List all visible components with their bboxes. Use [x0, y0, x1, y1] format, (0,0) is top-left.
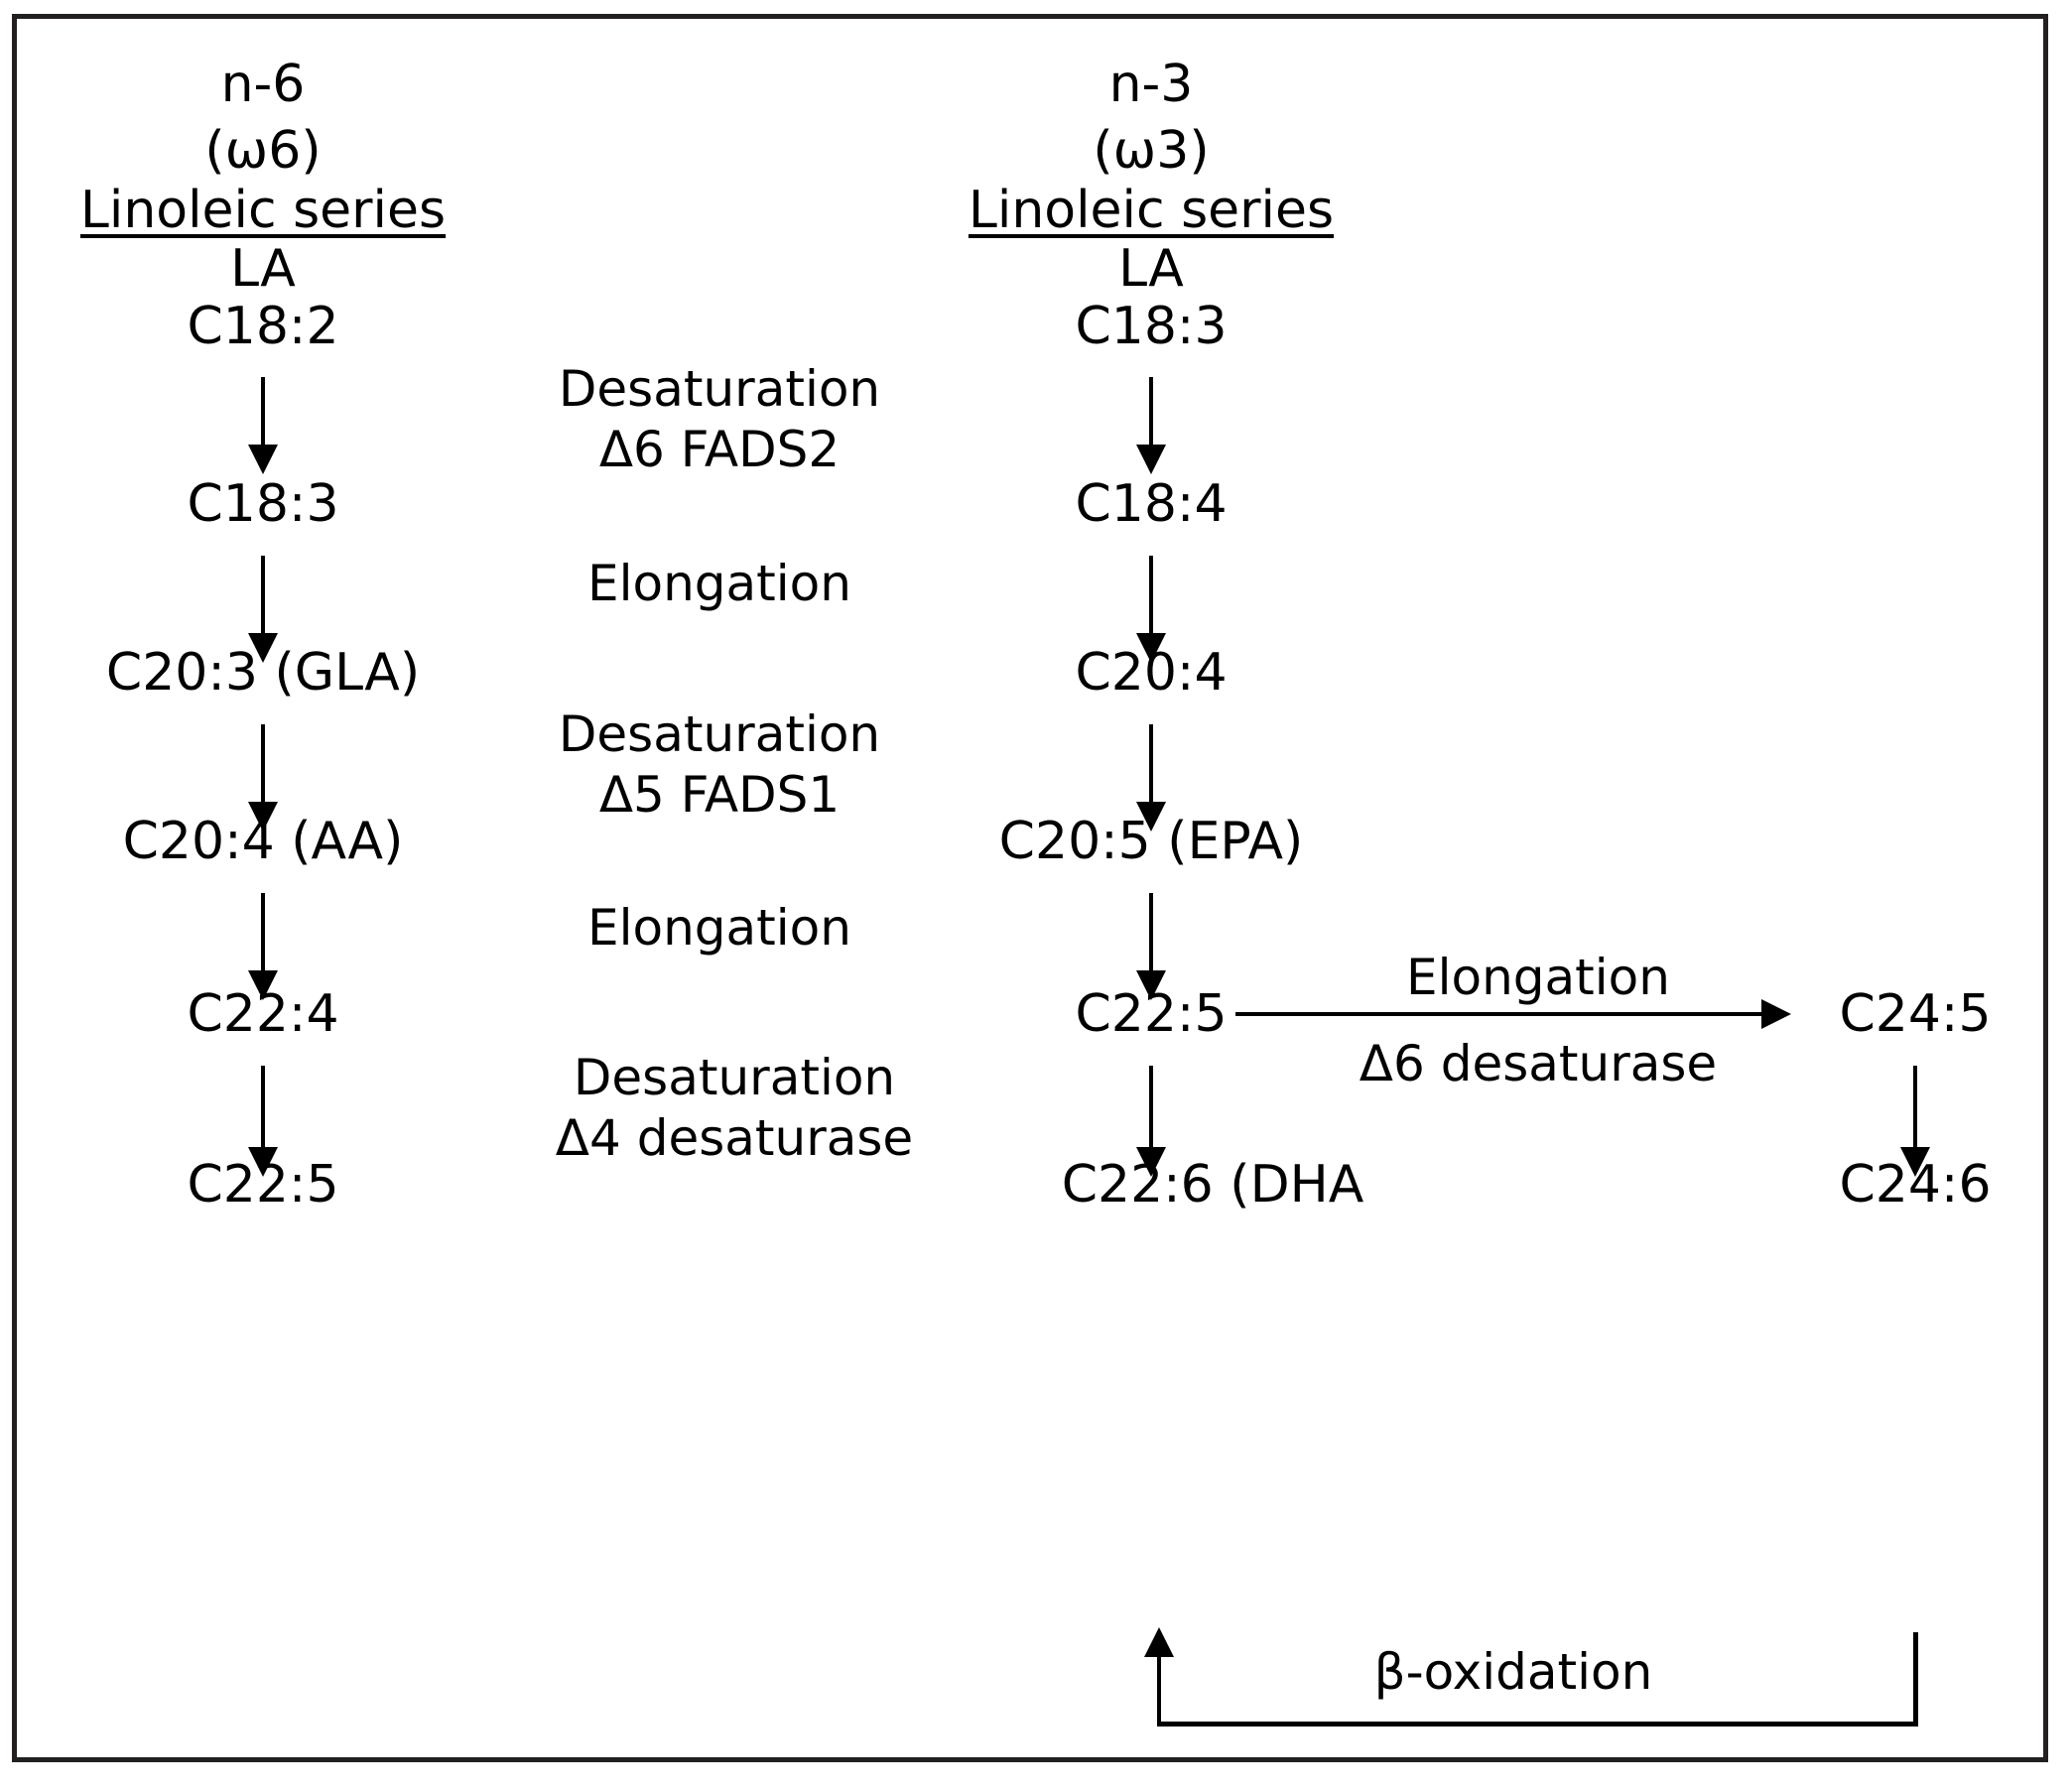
n6-compound-3: C20:4 (AA): [122, 812, 404, 871]
enzyme-3-line1: Elongation: [587, 899, 851, 957]
n6-compound-2: C20:3 (GLA): [105, 643, 421, 703]
c24-compound-0: C24:5: [1839, 984, 1992, 1044]
enzyme-label-0: Desaturation Δ6 FADS2: [559, 359, 880, 480]
n3-series-label: Linoleic series: [968, 181, 1335, 240]
loop-bottom-segment: [1157, 1722, 1918, 1727]
n3-compound-4: C22:5: [1075, 984, 1228, 1044]
n6-series-label: Linoleic series: [79, 181, 447, 240]
enzyme-label-1: Elongation: [587, 554, 851, 614]
n6-family-line1: n-6: [220, 55, 306, 114]
n6-family-header: n-6 (ω6): [204, 52, 321, 184]
branch-elongation-label: Elongation: [1406, 949, 1670, 1006]
n6-compound-0: C18:2: [187, 297, 339, 356]
n3-family-header: n-3 (ω3): [1093, 52, 1209, 184]
enzyme-label-4: Desaturation Δ4 desaturase: [556, 1048, 913, 1169]
beta-oxidation-label: β-oxidation: [1373, 1643, 1653, 1701]
c24-compound-1: C24:6: [1839, 1155, 1992, 1215]
n3-compound-0: C18:3: [1075, 297, 1228, 356]
enzyme-0-line2: Δ6 FADS2: [598, 421, 841, 478]
n6-compound-4: C22:4: [187, 984, 339, 1044]
enzyme-2-line2: Δ5 FADS1: [598, 766, 841, 824]
enzyme-1-line1: Elongation: [587, 555, 851, 612]
n3-abbrev: LA: [1118, 239, 1184, 299]
n3-compound-5: C22:6 (DHA: [1061, 1155, 1364, 1215]
n3-compound-2: C20:4: [1075, 643, 1228, 703]
n3-compound-1: C18:4: [1075, 474, 1228, 534]
enzyme-label-2: Desaturation Δ5 FADS1: [559, 704, 880, 826]
n6-abbrev: LA: [230, 239, 296, 299]
loop-right-segment: [1913, 1632, 1918, 1727]
n6-compound-1: C18:3: [187, 474, 339, 534]
n3-family-line1: n-3: [1108, 55, 1194, 114]
enzyme-2-line1: Desaturation: [558, 705, 881, 763]
figure-border: [12, 14, 2048, 1762]
enzyme-label-3: Elongation: [587, 898, 851, 959]
enzyme-4-line2: Δ4 desaturase: [555, 1109, 914, 1167]
n6-compound-5: C22:5: [187, 1155, 339, 1215]
n6-family-line2: (ω6): [204, 120, 322, 181]
n3-compound-3: C20:5 (EPA): [998, 812, 1304, 871]
enzyme-4-line1: Desaturation: [573, 1049, 896, 1106]
n3-family-line2: (ω3): [1093, 120, 1210, 181]
branch-desaturase-label: Δ6 desaturase: [1359, 1035, 1718, 1092]
enzyme-0-line1: Desaturation: [558, 360, 881, 418]
